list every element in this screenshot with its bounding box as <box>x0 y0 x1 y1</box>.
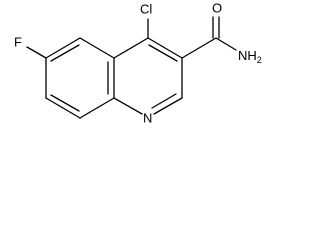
chlorine-label: Cl <box>140 1 152 16</box>
fluorine-label: F <box>14 34 22 49</box>
bond-c2-n1 <box>153 97 183 115</box>
bond-c4-c3-inner <box>148 44 178 62</box>
bond-c6-f <box>26 46 47 59</box>
pyridine-ring <box>113 37 183 115</box>
bond-c4-c3 <box>147 37 183 59</box>
chemical-structure: Cl F N O NH2 <box>14 0 262 125</box>
bond-c4a-c5 <box>79 37 115 59</box>
bond-n1-c8a <box>113 97 143 115</box>
oxygen-label: O <box>212 0 222 15</box>
bond-c5-c6 <box>45 37 81 59</box>
ring-nitrogen-label: N <box>143 110 152 125</box>
bond-c4a-c4 <box>113 37 149 59</box>
bond-carbonyl-n <box>215 37 237 51</box>
bond-c5-c6-inner <box>50 44 80 62</box>
bond-c7-c8 <box>45 97 81 119</box>
bond-c7-c8-inner <box>50 94 80 112</box>
amide-h-subscript: 2 <box>257 55 262 65</box>
benzene-ring <box>45 37 115 119</box>
amide-nh-text: NH <box>238 48 257 63</box>
bond-c2-n1-inner <box>151 93 177 109</box>
bond-c8-c8a <box>79 97 115 119</box>
bond-c3-carbonyl <box>181 37 217 59</box>
amide-nitrogen-label: NH2 <box>238 48 262 65</box>
